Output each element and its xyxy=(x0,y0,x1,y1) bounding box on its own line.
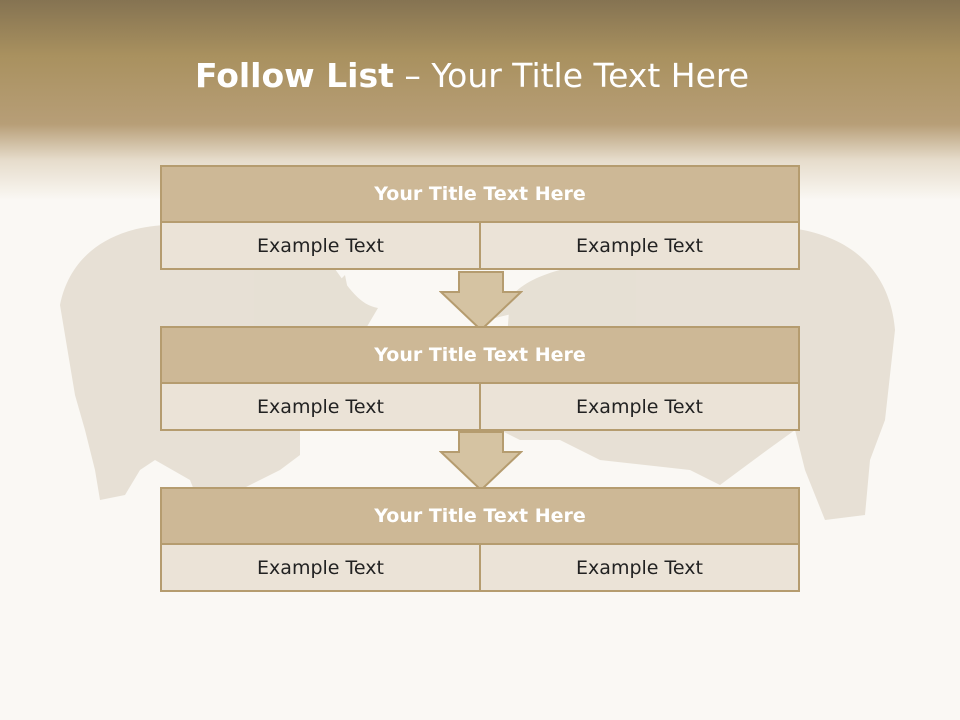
step-row-3: Example Text Example Text xyxy=(162,545,798,590)
step-block-2: Your Title Text Here Example Text Exampl… xyxy=(160,326,800,431)
step-row-2: Example Text Example Text xyxy=(162,384,798,429)
step-3-right-text: Example Text xyxy=(479,545,798,590)
step-2-left-text: Example Text xyxy=(257,395,384,418)
step-title-3: Your Title Text Here xyxy=(162,489,798,545)
down-arrow-2 xyxy=(439,431,523,492)
step-1-right-text: Example Text xyxy=(479,223,798,268)
step-row-1: Example Text Example Text xyxy=(162,223,798,268)
slide-title-bold: Follow List xyxy=(194,56,394,95)
left-rhino-horn xyxy=(330,275,350,300)
right-rhino-horn xyxy=(495,300,520,318)
down-arrow-1 xyxy=(439,271,523,332)
step-title-1: Your Title Text Here xyxy=(162,167,798,223)
slide-title-rest: – Your Title Text Here xyxy=(393,56,750,95)
slide-title: Follow List – Your Title Text Here xyxy=(0,52,944,100)
step-title-2: Your Title Text Here xyxy=(162,328,798,384)
step-2-right-text: Example Text xyxy=(479,384,798,429)
step-1-left-text: Example Text xyxy=(257,234,384,257)
step-block-1: Your Title Text Here Example Text Exampl… xyxy=(160,165,800,270)
step-block-3: Your Title Text Here Example Text Exampl… xyxy=(160,487,800,592)
step-3-left-text: Example Text xyxy=(257,556,384,579)
